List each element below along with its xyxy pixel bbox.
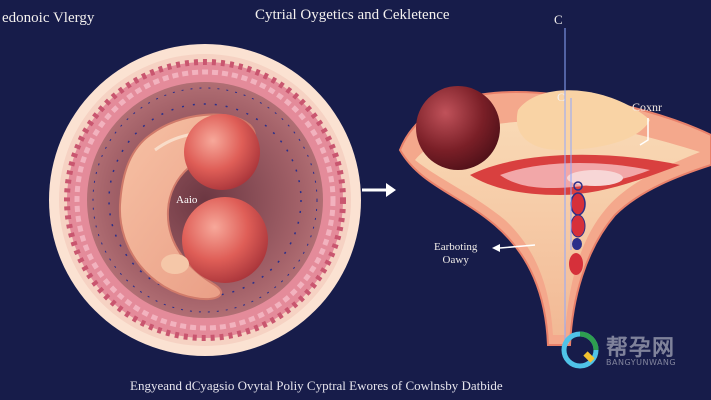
watermark: 帮孕网 BANGYUNWANG: [560, 330, 700, 374]
watermark-logo-icon: [561, 331, 599, 369]
upper-sphere: [184, 114, 260, 190]
cell-1: [570, 192, 586, 216]
cell-2: [570, 214, 586, 238]
dotted-boundary-inner: [108, 103, 302, 297]
top-left-label: edonoic Vlergy: [2, 10, 95, 26]
center-label: Aaio: [176, 194, 198, 206]
embryo-shape: [118, 113, 256, 301]
cell-4: [569, 253, 583, 275]
arrow-right-icon: [362, 183, 396, 197]
cell-3: [572, 238, 582, 250]
annotation-line-1: Earboting: [434, 241, 478, 253]
small-bud: [161, 254, 189, 274]
lower-sphere: [182, 197, 268, 283]
arrow-left-icon: [492, 244, 536, 252]
diagram-title: Cytrial Oygetics and Cekletence: [255, 7, 450, 23]
letter-c-top: C: [554, 12, 563, 27]
right-label: Coxnr: [632, 100, 662, 114]
dark-sphere: [416, 86, 500, 170]
tissue-texture: [64, 59, 346, 341]
right-label-leader: [639, 118, 649, 146]
dotted-boundary: [92, 87, 318, 313]
annotation-line-2: Oawy: [442, 254, 469, 266]
caption: Engyeand dCyagsio Ovytal Poliy Cyptral E…: [130, 378, 503, 393]
watermark-title: 帮孕网: [606, 336, 676, 361]
lumen-highlight: [567, 170, 623, 186]
annotation-label: Earboting Oawy: [434, 241, 477, 267]
cell-ring: [573, 181, 583, 191]
watermark-subtitle: BANGYUNWANG: [606, 358, 677, 367]
right-lobe: [516, 90, 650, 150]
cross-section: [49, 44, 361, 356]
letter-c-mid: C: [557, 90, 566, 104]
organ-section: [398, 86, 711, 346]
tissue-texture-2: [74, 69, 336, 331]
